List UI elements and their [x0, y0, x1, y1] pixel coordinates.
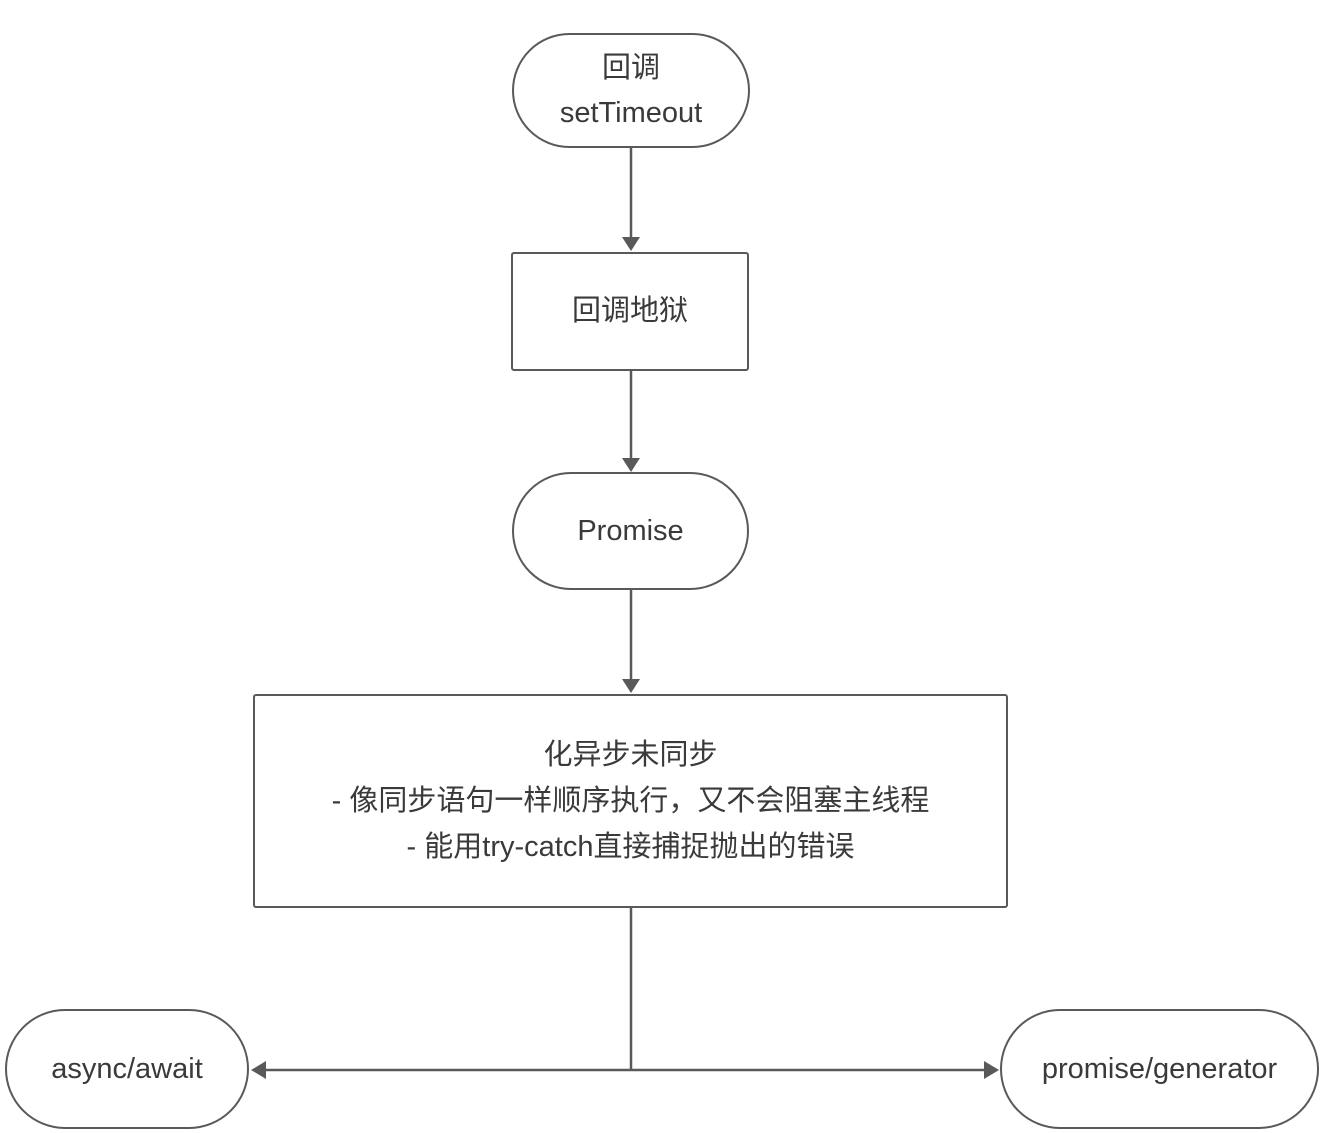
node-benefits-line2: - 像同步语句一样顺序执行，又不会阻塞主线程 [331, 785, 930, 817]
arrowhead-down-to-benefits [622, 679, 640, 693]
node-benefits: 化异步未同步 - 像同步语句一样顺序执行，又不会阻塞主线程 - 能用try-ca… [253, 694, 1008, 908]
node-benefits-line3: - 能用try-catch直接捕捉抛出的错误 [406, 831, 855, 863]
node-callback-hell-label: 回调地狱 [571, 295, 688, 327]
arrowhead-down-to-promise [622, 458, 640, 472]
node-promise-label: Promise [577, 514, 684, 547]
arrowhead-left-to-async-await [251, 1061, 266, 1079]
arrowhead-down-to-hell [622, 237, 640, 251]
node-callback-line1: 回调 [601, 51, 660, 84]
node-promise: Promise [512, 472, 749, 590]
node-benefits-line1: 化异步未同步 [543, 739, 718, 771]
node-callback-hell: 回调地狱 [511, 252, 749, 371]
node-callback-line2: setTimeout [559, 96, 703, 129]
node-async-await: async/await [5, 1009, 249, 1129]
arrowhead-right-to-promise-generator [984, 1061, 999, 1079]
node-promise-generator-label: promise/generator [1041, 1052, 1278, 1085]
node-callback-settimeout: 回调 setTimeout [512, 33, 750, 148]
node-promise-generator: promise/generator [1000, 1009, 1319, 1129]
node-async-await-label: async/await [51, 1052, 203, 1085]
